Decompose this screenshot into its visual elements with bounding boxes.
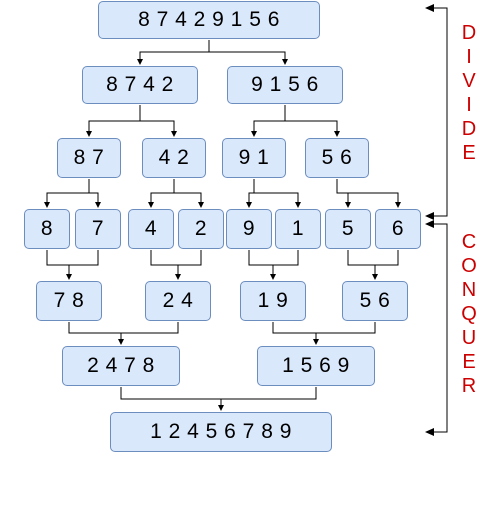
conquer-letter: E [462,351,476,373]
node-merge-1-b: 2 4 [145,281,211,321]
connector-divide [337,192,401,208]
conquer-letter: O [461,255,477,277]
conquer-letter: U [461,327,477,349]
connector-divide [251,105,286,137]
node-single-4: 2 [178,209,224,249]
connector-divide [140,120,177,137]
divide-letter: V [462,70,476,92]
connector-divide [174,192,204,208]
node-single-2: 7 [75,209,121,249]
connector-divide [285,120,340,137]
connector-conquer [272,322,376,334]
conquer-bracket-arrow-top [425,220,448,432]
divide-letter: I [466,46,472,68]
node-single-8: 6 [375,209,421,249]
connector-divide [89,192,101,208]
conquer-letter: R [461,375,477,397]
divide-letter: D [461,118,477,140]
node-single-6: 1 [275,209,321,249]
node-split-2-a: 8 7 [57,138,121,178]
conquer-letter: C [461,231,477,253]
node-split-2-c: 9 1 [222,138,286,178]
connector-divide [254,192,301,208]
node-merge-2-right: 1 5 6 9 [257,346,375,386]
connector-divide [137,40,210,65]
node-merge-1-a: 7 8 [36,281,102,321]
connector-conquer [248,250,299,266]
connector-divide [44,179,90,208]
node-single-7: 5 [325,209,371,249]
conquer-letter: Q [461,303,477,325]
node-split-1-right: 9 1 5 6 [227,66,343,104]
connector-divide [86,105,141,137]
divide-letter: D [461,22,477,44]
divide-bracket-arrow [425,4,448,216]
connector-conquer [150,250,202,266]
divide-letter: I [466,94,472,116]
node-input: 8 7 4 2 9 1 5 6 [98,1,320,39]
divide-bracket-arrow-bottom [425,8,448,220]
node-single-3: 4 [128,209,174,249]
connector-conquer [347,250,399,266]
node-output: 1 2 4 5 6 7 8 9 [110,412,332,452]
node-merge-1-d: 5 6 [342,281,408,321]
node-split-2-d: 5 6 [305,138,369,178]
connector-divide [246,179,255,208]
node-single-5: 9 [226,209,272,249]
node-split-2-b: 4 2 [142,138,206,178]
connector-divide [148,179,175,208]
connector-conquer [120,387,317,400]
node-single-1: 8 [24,209,70,249]
connector-conquer [46,250,99,266]
node-split-1-left: 8 7 4 2 [82,66,198,104]
conquer-bracket-arrow [425,224,448,436]
conquer-letter: N [461,279,477,301]
connector-conquer [68,322,179,334]
divide-letter: E [462,142,476,164]
node-merge-1-c: 1 9 [240,281,306,321]
node-merge-2-left: 2 4 7 8 [62,346,180,386]
connector-divide [209,51,288,65]
